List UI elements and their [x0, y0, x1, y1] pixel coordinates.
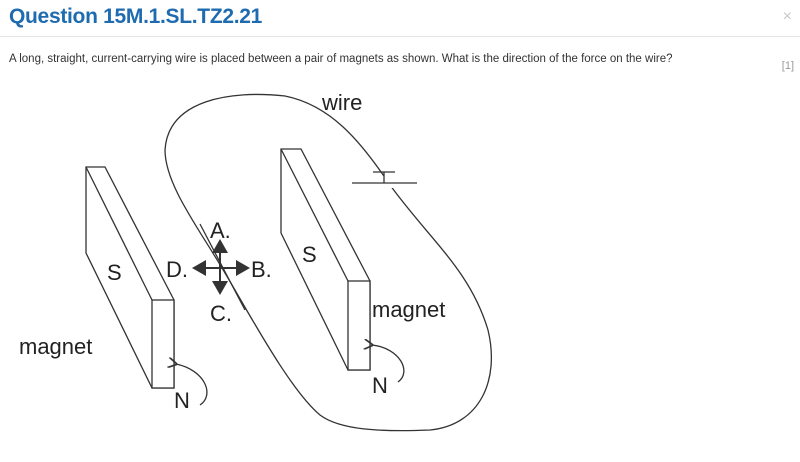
- battery-icon: [352, 171, 417, 188]
- right-south-label: S: [302, 242, 317, 267]
- left-north-label: N: [174, 388, 190, 413]
- left-magnet: [85, 166, 175, 389]
- right-north-label: N: [372, 373, 388, 398]
- wire-loop: [164, 93, 492, 432]
- close-icon[interactable]: ×: [782, 8, 792, 25]
- marks-badge: [1]: [781, 60, 794, 72]
- option-a: A.: [210, 218, 231, 243]
- modal-header: Question 15M.1.SL.TZ2.21 ×: [0, 0, 800, 37]
- wire-label: wire: [321, 90, 362, 115]
- option-b: B.: [251, 257, 272, 282]
- option-d: D.: [166, 257, 188, 282]
- curved-arrow-icon: [176, 364, 208, 406]
- left-south-label: S: [107, 260, 122, 285]
- option-c: C.: [210, 301, 232, 326]
- question-title: Question 15M.1.SL.TZ2.21: [9, 5, 263, 28]
- curved-arrow-icon: [372, 345, 405, 383]
- right-magnet-label: magnet: [372, 297, 445, 322]
- right-magnet: [280, 148, 371, 371]
- question-text: A long, straight, current-carrying wire …: [9, 53, 673, 65]
- direction-arrows-icon: [192, 239, 250, 295]
- left-magnet-label: magnet: [19, 334, 92, 359]
